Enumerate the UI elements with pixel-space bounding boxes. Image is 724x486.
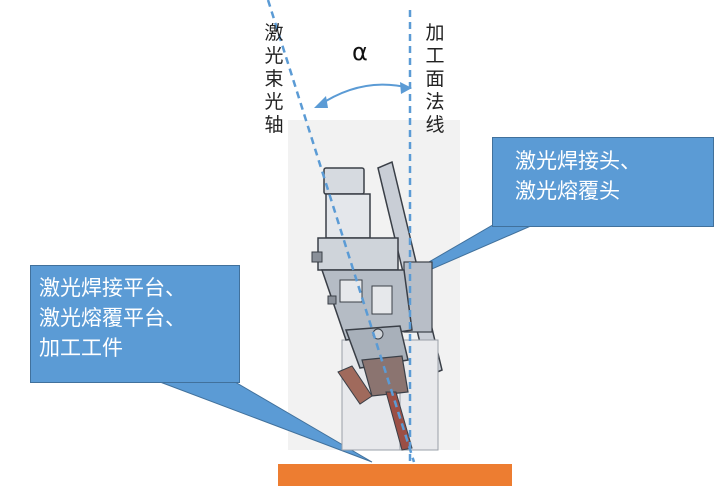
angle-arc	[317, 83, 411, 107]
top-white-panel	[215, 12, 515, 80]
platform-callout-pointer	[159, 381, 373, 463]
laser-head-drawing	[311, 160, 443, 451]
surface-normal-label: 加工面法线	[425, 22, 445, 136]
beam-axis-label: 激光束光轴	[264, 22, 284, 136]
head-callout-line-2: 激光熔覆头	[515, 179, 620, 203]
angle-arrow-left	[314, 96, 328, 108]
platform-callout-line-2: 激光熔覆平台、	[39, 306, 186, 330]
angle-alpha-label: α	[352, 38, 368, 66]
beam-axis-line	[266, 0, 416, 463]
head-callout-box: 激光焊接头、 激光熔覆头	[492, 137, 714, 227]
platform-callout-line-3: 加工工件	[39, 336, 123, 360]
platform-callout-line-1: 激光焊接平台、	[39, 276, 186, 300]
head-callout-line-1: 激光焊接头、	[515, 149, 641, 173]
platform-callout-box: 激光焊接平台、 激光熔覆平台、 加工工件	[30, 265, 240, 383]
angle-arrow-right	[400, 82, 412, 94]
workpiece-platform	[278, 464, 512, 486]
